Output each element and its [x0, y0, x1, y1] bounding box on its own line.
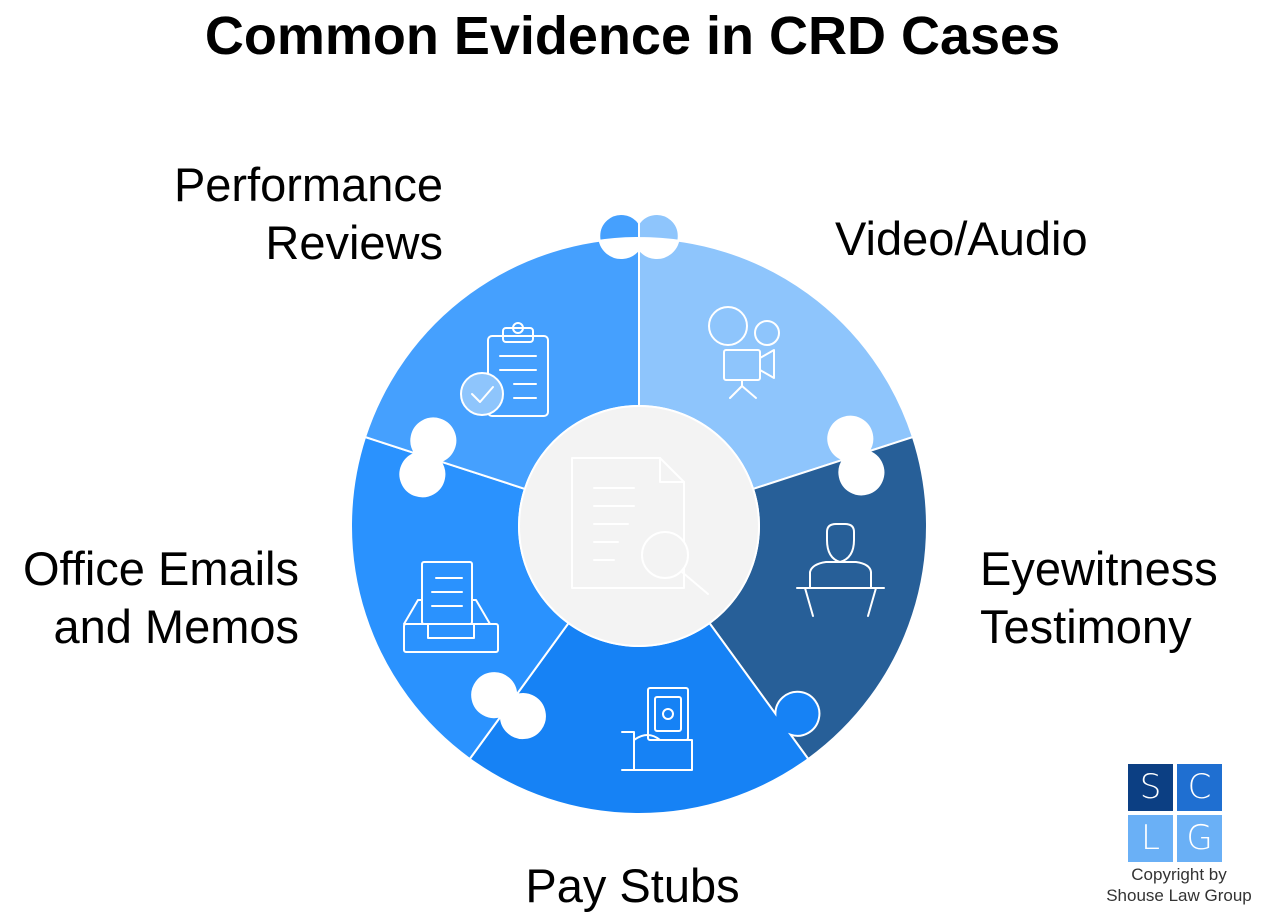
page-title: Common Evidence in CRD Cases [204, 6, 1061, 66]
logo-letter-c: C [1177, 764, 1222, 811]
label-eyewitness-testimony: Eyewitness Testimony [980, 542, 1218, 653]
hand-money-icon [621, 687, 693, 771]
logo-letter-s: S [1128, 764, 1173, 811]
center-disc [518, 405, 760, 647]
label-performance-reviews: Performance Reviews [173, 158, 443, 269]
label-office-emails-memos: Office Emails and Memos [23, 542, 299, 653]
clipboard-check-icon [460, 322, 549, 417]
logo-letter-l: L [1128, 815, 1173, 862]
witness-podium-icon [796, 523, 885, 617]
document-tray-icon [403, 561, 499, 653]
label-pay-stubs: Pay Stubs [525, 859, 740, 912]
sclg-logo: S C L G [1128, 764, 1222, 862]
document-search-icon [571, 457, 709, 595]
logo-letter-g: G [1177, 815, 1222, 862]
label-video-audio: Video/Audio [835, 212, 1088, 265]
copyright-text: Copyright by Shouse Law Group [1106, 865, 1252, 905]
video-camera-icon [708, 306, 780, 399]
